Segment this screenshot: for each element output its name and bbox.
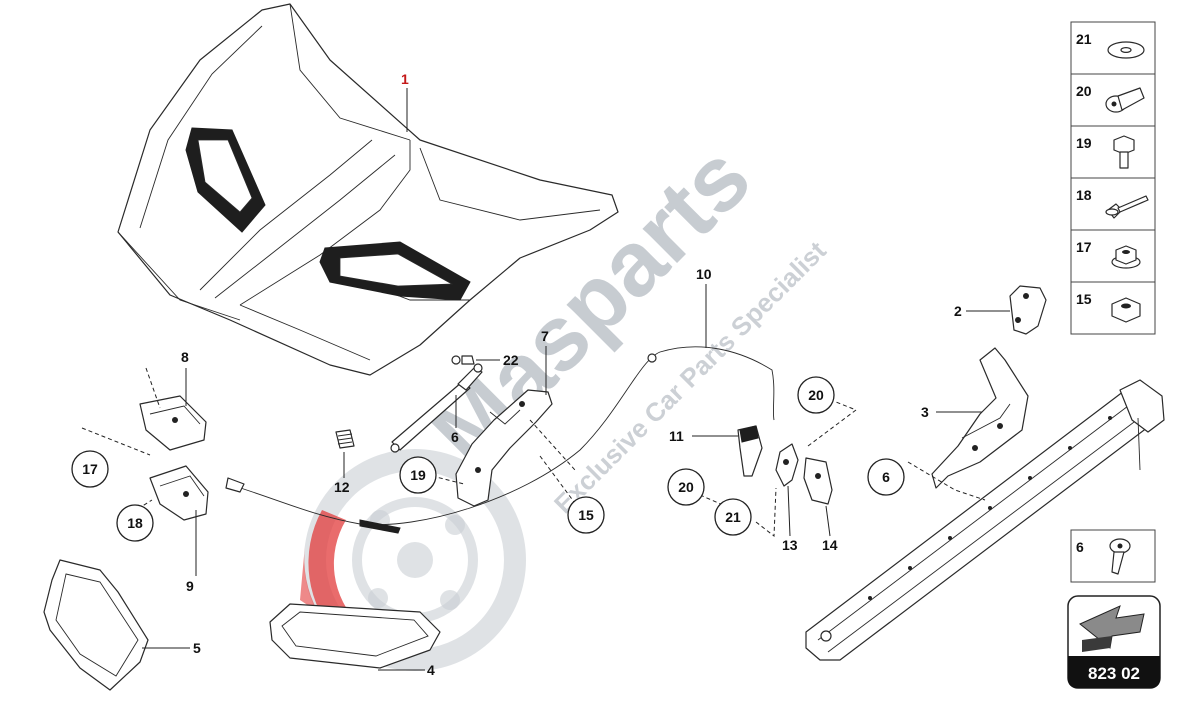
svg-text:18: 18 [1076,187,1092,203]
sensor-part-12[interactable] [692,425,763,477]
svg-text:20: 20 [808,387,824,403]
hex-nut-icon [1111,297,1141,323]
callout-2: 2 [954,303,962,319]
legend-row-21[interactable]: 21 [1076,31,1145,59]
svg-text:17: 17 [82,461,98,477]
circled-callout-19: 19 [399,456,437,494]
callout-7: 6 [451,429,459,445]
long-bolt-icon [1105,195,1149,219]
legend-row-15[interactable]: 15 [1076,291,1141,323]
callout-10: 9 [186,578,194,594]
circled-callout-18: 18 [116,504,154,542]
callout-22: 14 [822,537,838,553]
legend-row-17[interactable]: 17 [1076,239,1141,269]
legend-row-19[interactable]: 19 [1076,135,1135,169]
callout-5: 5 [193,640,201,656]
callout-14: 13 [782,537,798,553]
flange-nut-icon [1111,245,1141,269]
circled-callout-20-left: 20 [667,468,705,506]
callout-12: 11 [669,428,684,444]
svg-text:21: 21 [1076,31,1092,47]
flange-bolt-icon [1105,87,1145,113]
circled-callout-20-right: 20 [797,376,835,414]
tray-part-4[interactable] [269,603,441,671]
svg-text:20: 20 [1076,83,1092,99]
legend-row-18[interactable]: 18 [1076,187,1149,219]
callout-8: 7 [541,328,549,344]
gas-strut-part-7[interactable] [390,363,483,453]
bracket-part-14[interactable] [775,443,799,537]
callout-11: 10 [696,266,712,282]
duct-part-5[interactable] [43,559,190,691]
bracket-part-2[interactable] [966,285,1047,335]
svg-text:19: 19 [1076,135,1092,151]
mount-bracket-part-3[interactable] [931,347,1029,489]
callout-9: 8 [181,349,189,365]
svg-text:6: 6 [1076,539,1084,555]
callout-13: 12 [334,479,350,495]
hex-bolt-icon [1113,135,1135,169]
circled-callout-21: 21 [714,498,752,536]
page-code-badge: 823 02 [1067,595,1161,689]
latch-part-9[interactable] [139,367,207,451]
arrow-icon [1079,605,1145,652]
svg-text:15: 15 [578,507,594,523]
svg-text:6: 6 [882,469,890,485]
circled-callout-15: 15 [567,496,605,534]
fastener-legend: 21 20 19 18 [1070,21,1156,335]
callout-1: 1 [401,71,409,87]
svg-text:15: 15 [1076,291,1092,307]
svg-text:21: 21 [725,509,741,525]
callout-3: 3 [921,404,929,420]
legend-row-6[interactable]: 6 [1070,529,1156,583]
callout-16: 22 [503,352,519,368]
torx-bolt-icon [1109,538,1131,575]
bracket-part-22[interactable] [803,457,833,537]
circled-callout-6: 6 [867,458,905,496]
callout-4: 4 [427,662,435,678]
leader-lines [81,401,858,537]
support-rail-part[interactable] [805,379,1165,661]
washer-icon [1107,41,1145,59]
page-code: 823 02 [1088,664,1140,683]
release-cable-part-11[interactable] [225,284,775,534]
plug-part-13[interactable] [335,429,355,478]
latch-part-10[interactable] [149,465,209,576]
svg-text:20: 20 [678,479,694,495]
hood-part[interactable] [117,3,619,376]
svg-text:17: 17 [1076,239,1092,255]
legend-row-20[interactable]: 20 [1076,83,1145,113]
hinge-bracket-part-8[interactable] [455,346,576,507]
circled-callout-17: 17 [71,450,109,488]
svg-text:19: 19 [410,467,426,483]
clip-part-16[interactable] [451,355,500,365]
svg-text:18: 18 [127,515,143,531]
